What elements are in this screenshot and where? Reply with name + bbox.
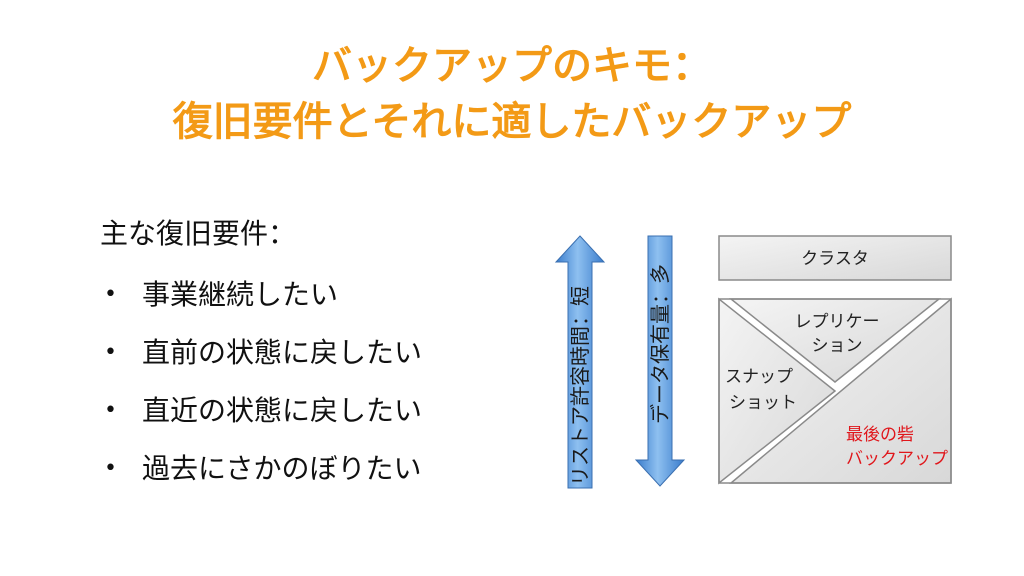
down-arrow-icon — [634, 235, 686, 487]
down-arrow-label: データ保有量：多 — [648, 264, 672, 424]
requirements-list: • 事業継続したい • 直前の状態に戻したい • 直近の状態に戻したい • 過去にさかの… — [100, 266, 422, 498]
up-arrow-icon — [554, 235, 606, 489]
requirement-text: 直近の状態に戻したい — [142, 394, 423, 427]
requirement-text: 事業継続したい — [142, 278, 339, 311]
backup-label-2: バックアップ — [846, 449, 948, 469]
list-item: • 直前の状態に戻したい — [100, 324, 422, 382]
replication-label-2: ション — [812, 336, 863, 356]
backup-square — [718, 297, 952, 485]
up-arrow-label: リストア許容時間：短 — [568, 286, 592, 486]
list-item: • 事業継続したい — [100, 266, 422, 324]
snapshot-label-1: スナップ — [725, 367, 793, 387]
list-item: • 直近の状態に戻したい — [100, 382, 422, 440]
replication-label-1: レプリケー — [795, 312, 880, 332]
list-item: • 過去にさかのぼりたい — [100, 440, 422, 498]
cluster-box — [718, 235, 952, 281]
cluster-label: クラスタ — [801, 249, 869, 269]
bullet-icon: • — [104, 282, 117, 307]
bullet-icon: • — [104, 456, 117, 481]
requirement-text: 過去にさかのぼりたい — [142, 452, 422, 485]
slide-title-line2: 復旧要件とそれに適したバックアップ — [172, 99, 852, 145]
backup-label-1: 最後の砦 — [846, 425, 914, 445]
bullet-icon: • — [104, 398, 117, 423]
slide-title: バックアップのキモ： 復旧要件とそれに適したバックアップ — [0, 38, 1024, 150]
snapshot-label-2: ショット — [729, 393, 797, 413]
slide-title-line1: バックアップのキモ： — [312, 43, 712, 89]
bullet-icon: • — [104, 340, 117, 365]
requirement-text: 直前の状態に戻したい — [142, 336, 423, 369]
requirements-heading: 主な復旧要件： — [100, 217, 297, 250]
